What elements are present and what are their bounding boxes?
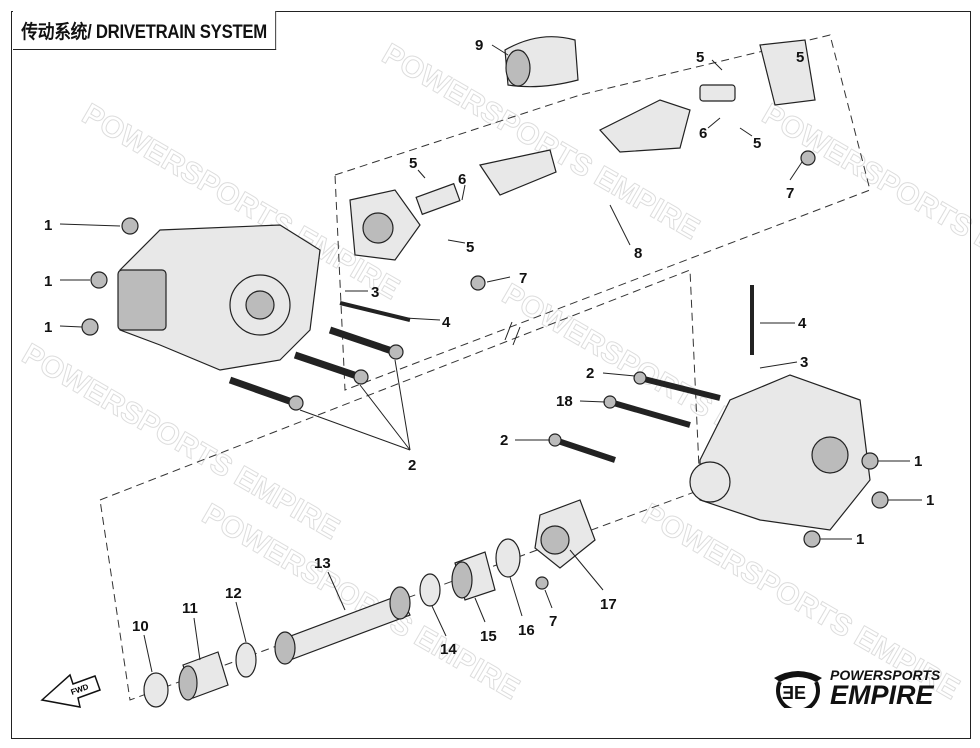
nut <box>81 217 139 336</box>
callout: 1 <box>44 273 52 290</box>
brand-logo: ƎE POWERSPORTS EMPIRE <box>772 667 941 710</box>
rear-differential <box>117 224 321 371</box>
callout: 8 <box>634 245 642 262</box>
callout: 12 <box>225 585 242 602</box>
svg-text:ƎE: ƎE <box>782 683 806 703</box>
callout: 15 <box>480 628 497 645</box>
logo-line1: POWERSPORTS <box>830 667 941 683</box>
callout: 5 <box>466 239 474 256</box>
callout: 7 <box>786 185 794 202</box>
lower-drive-shaft <box>143 499 596 708</box>
callout: 1 <box>44 319 52 336</box>
callout: 1 <box>856 531 864 548</box>
callout: 14 <box>440 641 457 658</box>
callout: 1 <box>44 217 52 234</box>
front-differential <box>689 374 889 548</box>
empire-emblem-icon: ƎE <box>774 671 822 708</box>
callout: 5 <box>409 155 417 172</box>
page-title: 传动系统/ DRIVETRAIN SYSTEM <box>13 11 277 50</box>
callout: 6 <box>699 125 707 142</box>
leader-lines <box>59 44 922 673</box>
callout: 3 <box>800 354 808 371</box>
forward-direction-arrow: FWD <box>40 673 101 708</box>
callout: 7 <box>549 613 557 630</box>
callout: 11 <box>182 600 198 617</box>
callout: 4 <box>442 314 451 331</box>
bolts <box>228 285 754 463</box>
callout: 6 <box>458 171 466 188</box>
callout: 13 <box>314 555 331 572</box>
callout: 16 <box>518 622 535 639</box>
callouts: 9 5 5 6 5 7 8 5 6 5 7 3 4 2 1 1 1 4 3 2 … <box>44 37 934 658</box>
shaft-break-mark <box>504 321 521 346</box>
diagram-frame <box>11 11 971 739</box>
callout: 5 <box>796 49 804 66</box>
callout: 18 <box>556 393 573 410</box>
callout: 5 <box>696 49 704 66</box>
upper-drive-shaft <box>349 36 816 291</box>
callout: 2 <box>500 432 508 449</box>
callout: 1 <box>914 453 922 470</box>
callout: 9 <box>475 37 483 54</box>
callout: 17 <box>600 596 617 613</box>
callout: 1 <box>926 492 934 509</box>
callout: 2 <box>586 365 594 382</box>
callout: 10 <box>132 618 149 635</box>
callout: 3 <box>371 284 379 301</box>
callout: 7 <box>519 270 527 287</box>
logo-line2: EMPIRE <box>830 680 934 710</box>
callout: 5 <box>753 135 761 152</box>
callout: 2 <box>408 457 416 474</box>
callout: 4 <box>798 315 807 332</box>
